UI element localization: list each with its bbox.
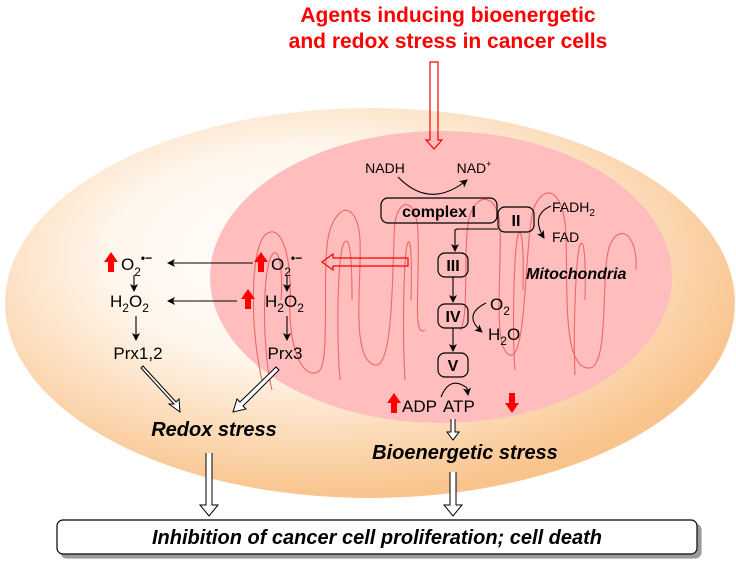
c1-c2-to-c3-line — [451, 228, 498, 252]
prx3-to-redox-arrow — [232, 366, 280, 413]
redox-to-final-arrow — [198, 453, 220, 517]
mito-superoxide-up-arrow-icon — [254, 252, 268, 272]
fadh2-label: FADH2 — [552, 199, 595, 219]
mitochondria-label: Mitochondria — [526, 266, 627, 283]
mito-h2o2-up-arrow-icon — [241, 289, 255, 309]
complex-v-box — [437, 352, 469, 378]
h2o-label: H2O — [488, 325, 520, 348]
atp-down-arrow-icon — [505, 393, 519, 413]
complex-iv-label: IV — [445, 309, 460, 326]
final-outcome-label: Inhibition of cancer cell proliferation;… — [152, 527, 602, 549]
atp-label: ATP — [443, 397, 475, 416]
o2-h2o-arc — [472, 302, 487, 333]
agents-arrow — [424, 61, 444, 150]
mito-superoxide-label: O2•− — [271, 251, 302, 279]
mitochondrion — [210, 131, 672, 423]
fad-label: FAD — [552, 229, 579, 245]
complex-i-label: complex I — [402, 204, 476, 221]
title-line-1: Agents inducing bioenergetic — [300, 4, 596, 27]
cyto-h2o2-label: H2O2 — [110, 292, 149, 315]
fadh2-arc — [536, 205, 552, 239]
complex-v-label: V — [448, 358, 459, 375]
prx12-to-redox-arrow — [140, 365, 181, 414]
cristae — [252, 192, 637, 381]
bioenergetic-to-final-arrow — [442, 472, 464, 517]
adp-up-arrow-icon — [387, 393, 401, 413]
prx12-label: Prx1,2 — [113, 344, 162, 363]
o2-label: O2 — [490, 295, 510, 318]
atp-to-bioenergetic-arrow — [446, 419, 460, 441]
adp-label: ADP — [402, 397, 437, 416]
ros-leak-arrow — [320, 252, 409, 272]
nadh-label: NADH — [365, 160, 405, 176]
complex-ii-label: II — [512, 213, 521, 230]
adp-atp-arc — [440, 382, 471, 398]
cyto-superoxide-label: O2•− — [121, 251, 152, 279]
prx3-label: Prx3 — [268, 344, 303, 363]
bioenergetic-stress-label: Bioenergetic stress — [372, 442, 558, 464]
nadh-arc — [397, 176, 468, 195]
complex-ii-box — [497, 206, 535, 233]
cyto-superoxide-up-arrow-icon — [104, 252, 118, 272]
complex-i-box — [380, 197, 498, 224]
redox-stress-label: Redox stress — [151, 419, 277, 441]
title-line-2: and redox stress in cancer cells — [289, 30, 608, 53]
cristae-inner — [263, 232, 586, 391]
complex-iii-label: III — [446, 258, 459, 275]
final-outcome-box — [56, 519, 698, 555]
nad-label: NAD+ — [457, 159, 492, 176]
mito-h2o2-label: H2O2 — [265, 292, 304, 315]
